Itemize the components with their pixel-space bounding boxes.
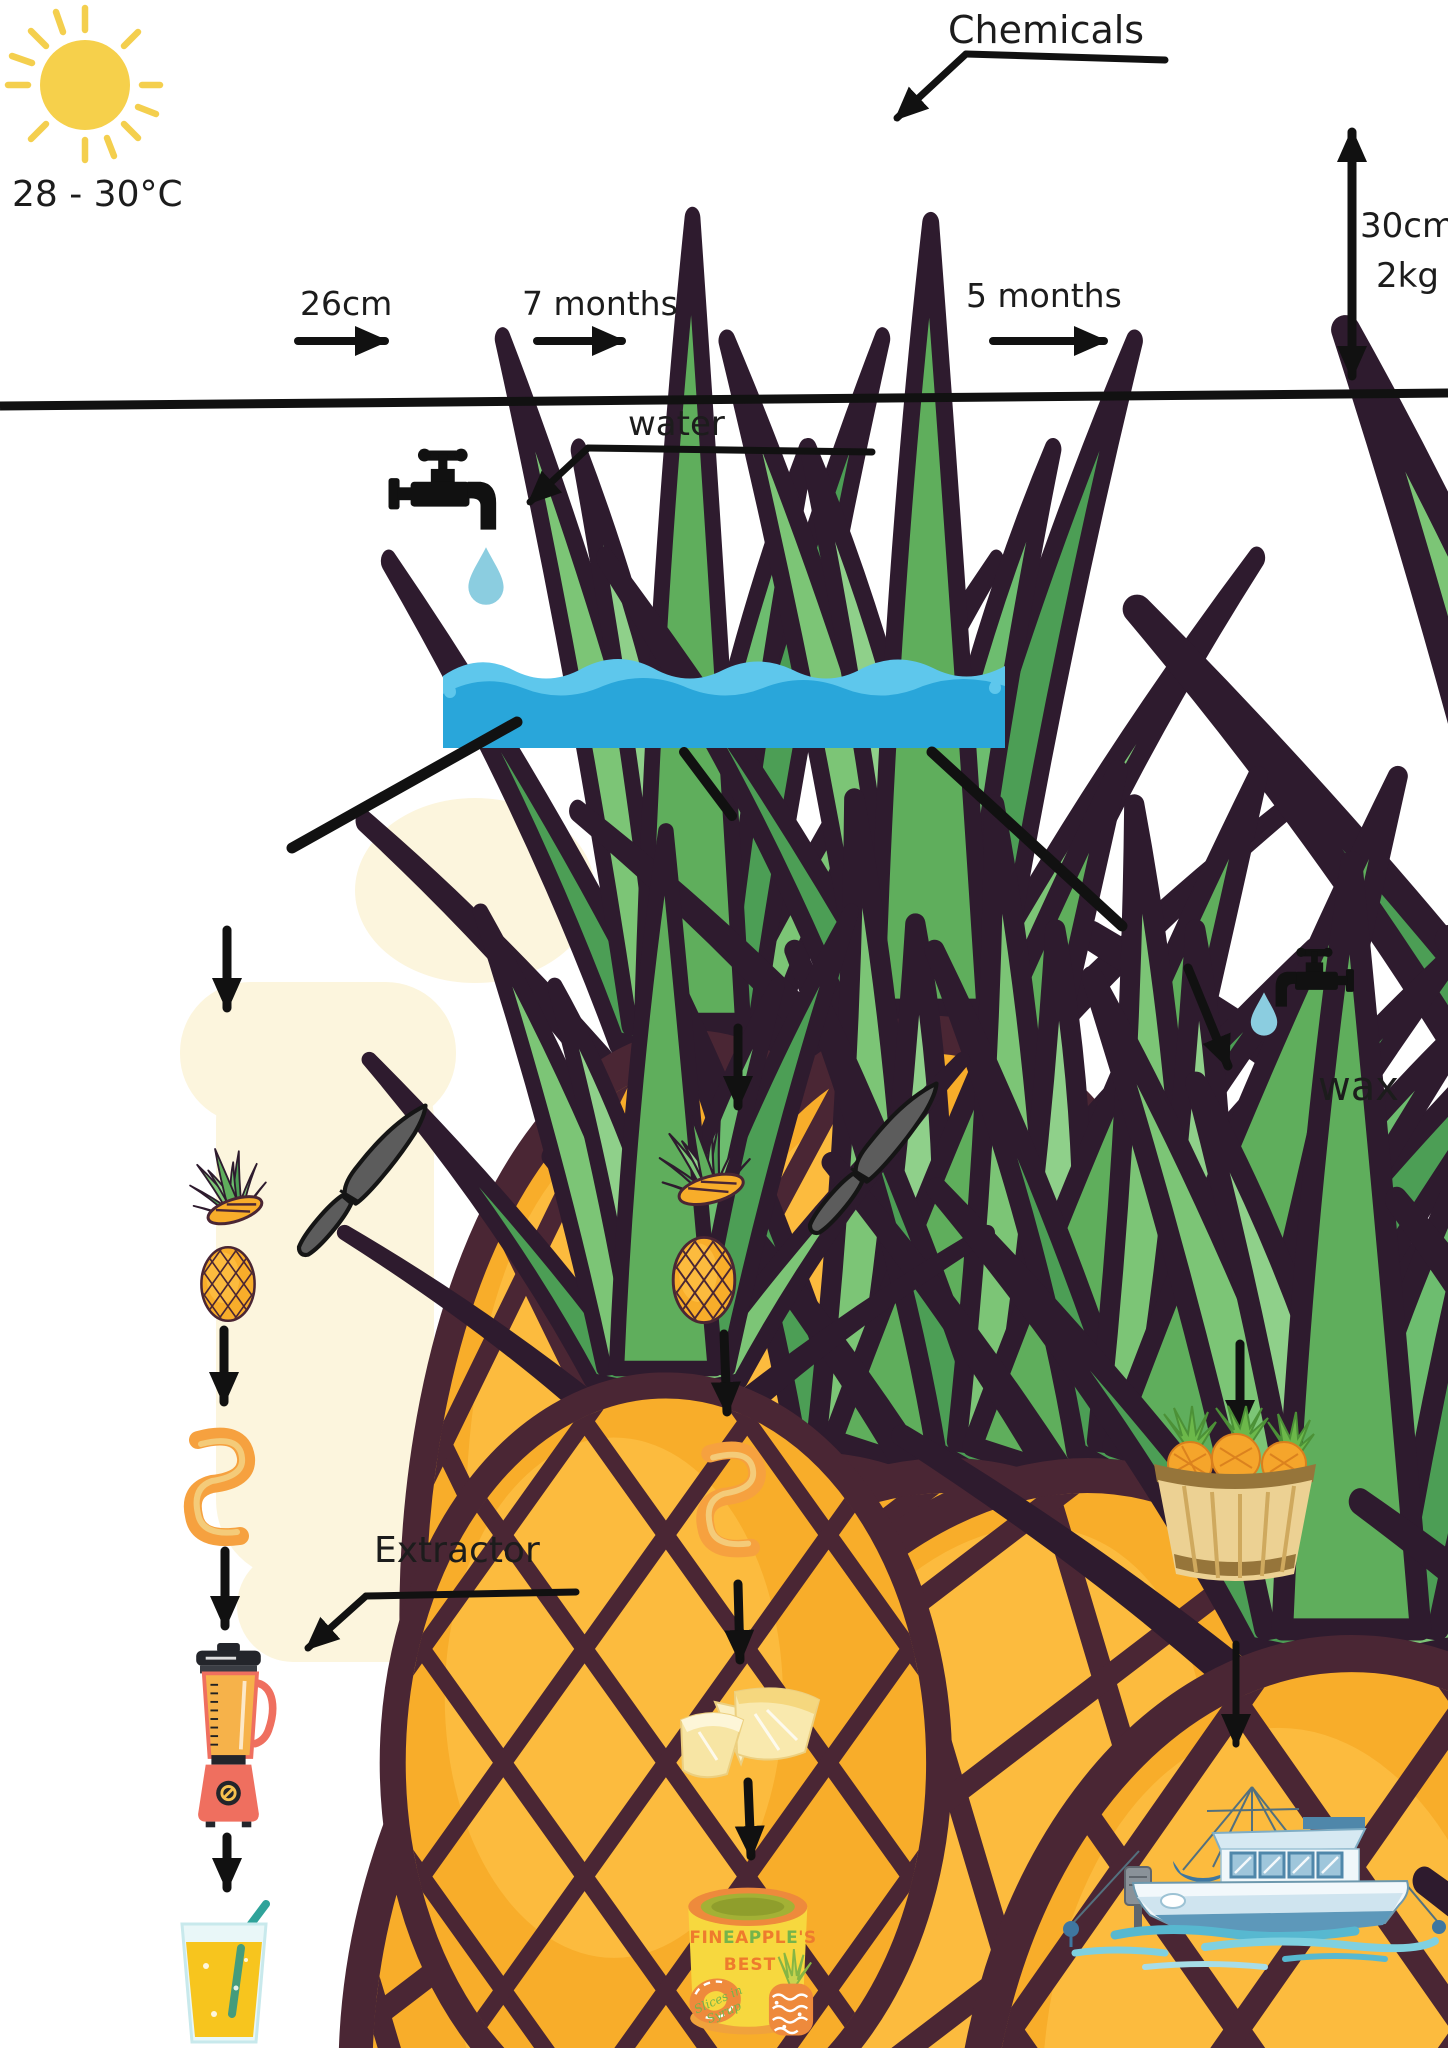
peel-icon [193, 1437, 246, 1538]
canning-cut-pineapple [647, 1103, 759, 1332]
canning-arrow-2 [710, 1329, 741, 1417]
glass-icon [180, 1900, 270, 2044]
chemicals-pointer [893, 50, 1169, 122]
juice-cut-pineapple [178, 1136, 274, 1328]
can-icon [688, 1887, 814, 2036]
canning-arrow-4 [734, 1777, 765, 1861]
extractor-icon [196, 1643, 277, 1828]
drop-icon [468, 547, 504, 605]
slices-icon [679, 1687, 821, 1779]
sun-icon [4, 4, 164, 164]
section-divider [0, 388, 1448, 411]
water-pointer [526, 444, 876, 506]
washing-basin [443, 659, 1005, 748]
basket-icon [1154, 1405, 1316, 1581]
extractor-pointer [304, 1588, 580, 1652]
can-pineapple-art [768, 1948, 814, 2036]
tap-icon [388, 448, 497, 530]
canning-arrow-3 [724, 1579, 755, 1665]
branch-connectors [286, 716, 1128, 932]
export-arrow-1 [1183, 963, 1233, 1071]
boat-icon [1063, 1786, 1446, 1970]
